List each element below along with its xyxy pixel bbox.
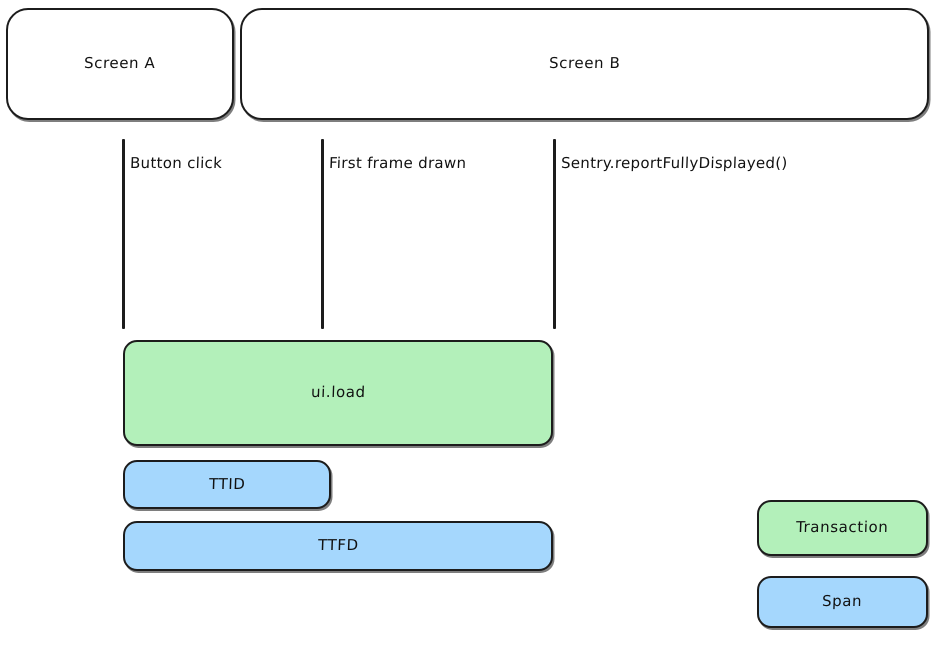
- legend-span-label: Span: [822, 592, 863, 611]
- bar-ttfd[interactable]: TTFD: [123, 521, 553, 571]
- bar-ttfd-label: TTFD: [317, 536, 359, 555]
- legend-span[interactable]: Span: [757, 576, 928, 628]
- screen-a-box[interactable]: Screen A: [6, 8, 234, 120]
- legend-transaction[interactable]: Transaction: [757, 500, 928, 556]
- marker-label-report-fully-displayed: Sentry.reportFullyDisplayed(): [560, 154, 788, 172]
- marker-label-button-click: Button click: [129, 154, 223, 172]
- screen-a-label: Screen A: [84, 54, 157, 73]
- legend-transaction-label: Transaction: [795, 518, 890, 537]
- marker-label-first-frame-drawn: First frame drawn: [328, 154, 467, 172]
- marker-line-first-frame-drawn: [321, 139, 324, 329]
- marker-line-report-fully-displayed: [553, 139, 556, 329]
- bar-ttid[interactable]: TTID: [123, 460, 331, 509]
- bar-ttid-label: TTID: [208, 474, 246, 493]
- screen-b-box[interactable]: Screen B: [240, 8, 929, 120]
- bar-ui-load-label: ui.load: [310, 383, 366, 402]
- screen-b-label: Screen B: [548, 54, 621, 73]
- bar-ui-load[interactable]: ui.load: [123, 340, 553, 446]
- marker-line-button-click: [122, 139, 125, 329]
